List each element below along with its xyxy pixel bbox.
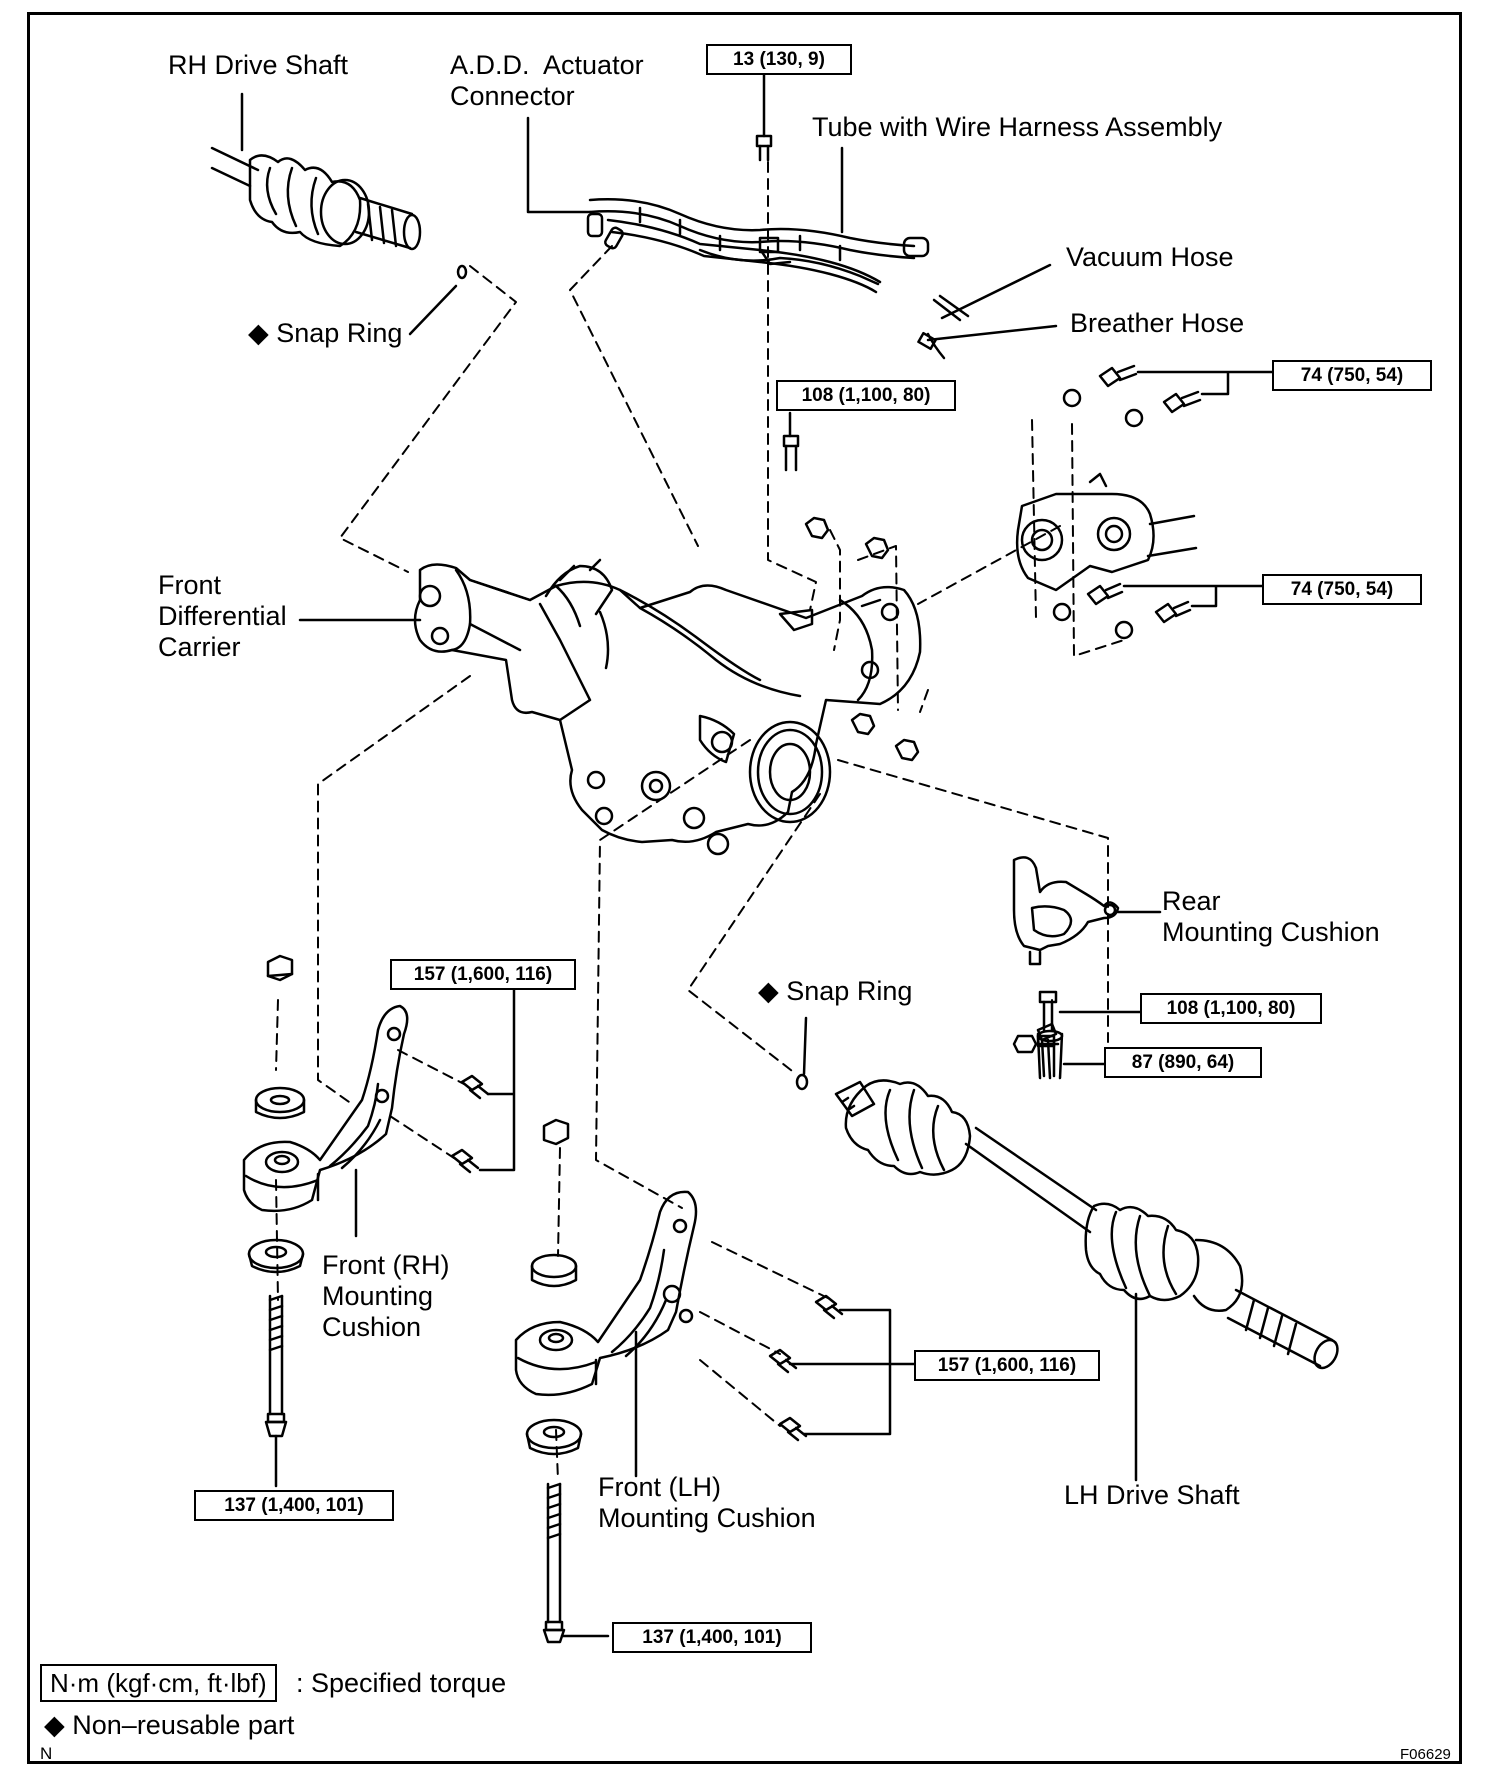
front-lh-cushion-drawing [514,1118,698,1644]
harness-bolt [755,134,773,162]
carrier-nuts [804,516,920,762]
torque-lh-long-bolt: 137 (1,400, 101) [612,1622,812,1653]
carrier-top-bolt [782,434,800,472]
label-snap-ring-lower: ◆ Snap Ring [758,976,913,1006]
torque-rear-cushion-bolt: 108 (1,100, 80) [1140,993,1322,1024]
label-vacuum-hose: Vacuum Hose [1066,242,1234,272]
rh-drive-shaft-drawing [210,146,468,280]
actuator-bolts-lower [1052,582,1192,640]
differential-carrier-drawing [413,558,922,856]
front-rh-cushion-drawing [242,954,409,1438]
legend-non-reusable: ◆ Non–reusable part [44,1710,295,1740]
label-rh-drive-shaft: RH Drive Shaft [168,50,349,80]
diagram-frame [27,12,1462,1764]
wire-harness-drawing [586,198,970,360]
lower-right-bolts-leader [1122,584,1266,608]
rear-cushion-drawing [1012,856,1120,1080]
torque-harness-bolt: 13 (130, 9) [706,44,852,75]
torque-carrier-top-bolt: 108 (1,100, 80) [776,380,956,411]
label-tube-wire-harness: Tube with Wire Harness Assembly [812,112,1223,142]
snap-ring-upper-leader [408,284,458,336]
actuator-bolts-upper [1062,364,1202,428]
torque-rh-cushion-bolts: 157 (1,600, 116) [390,959,576,990]
label-rear-mounting-cushion: Rear Mounting Cushion [1162,886,1380,947]
label-snap-ring-upper: ◆ Snap Ring [248,318,403,348]
torque-upper-right-bolts: 74 (750, 54) [1272,360,1432,391]
label-lh-drive-shaft: LH Drive Shaft [1064,1480,1240,1510]
legend-torque-unit-box: N·m (kgf·cm, ft·lbf) [40,1664,277,1702]
label-front-rh-mounting-cushion: Front (RH) Mounting Cushion [322,1250,450,1342]
torque-lower-right-bolts: 74 (750, 54) [1262,574,1422,605]
figure-id: F06629 [1400,1746,1451,1763]
label-front-lh-mounting-cushion: Front (LH) Mounting Cushion [598,1472,816,1533]
upper-right-bolts-leader [1136,370,1278,396]
label-front-differential-carrier: Front Differential Carrier [158,570,287,662]
label-breather-hose: Breather Hose [1070,308,1245,338]
lh-cushion-bolts-leader [788,1308,916,1436]
legend-torque-desc: : Specified torque [296,1668,507,1698]
label-add-actuator-connector: A.D.D. Actuator Connector [450,50,644,111]
torque-rear-cushion-nut: 87 (890, 64) [1104,1047,1262,1078]
assembly-dashed-lines [275,161,1125,1481]
snap-ring-lower-leader [802,1016,808,1076]
vacuum-hose-leader [940,263,1052,320]
add-connector-leader [526,116,592,214]
snap-ring-lower-drawing [795,1073,809,1091]
torque-lh-cushion-bolts: 157 (1,600, 116) [914,1350,1100,1381]
rh-cushion-bolts-leader [478,984,516,1172]
front-lh-cushion-bolts [768,1294,844,1442]
corner-left-mark: N [40,1744,53,1763]
lh-drive-shaft-drawing [834,1079,1339,1370]
front-rh-cushion-bolts [450,1074,490,1174]
breather-hose-leader [926,324,1058,342]
torque-rh-long-bolt: 137 (1,400, 101) [194,1490,394,1521]
actuator-drawing [1015,472,1198,592]
